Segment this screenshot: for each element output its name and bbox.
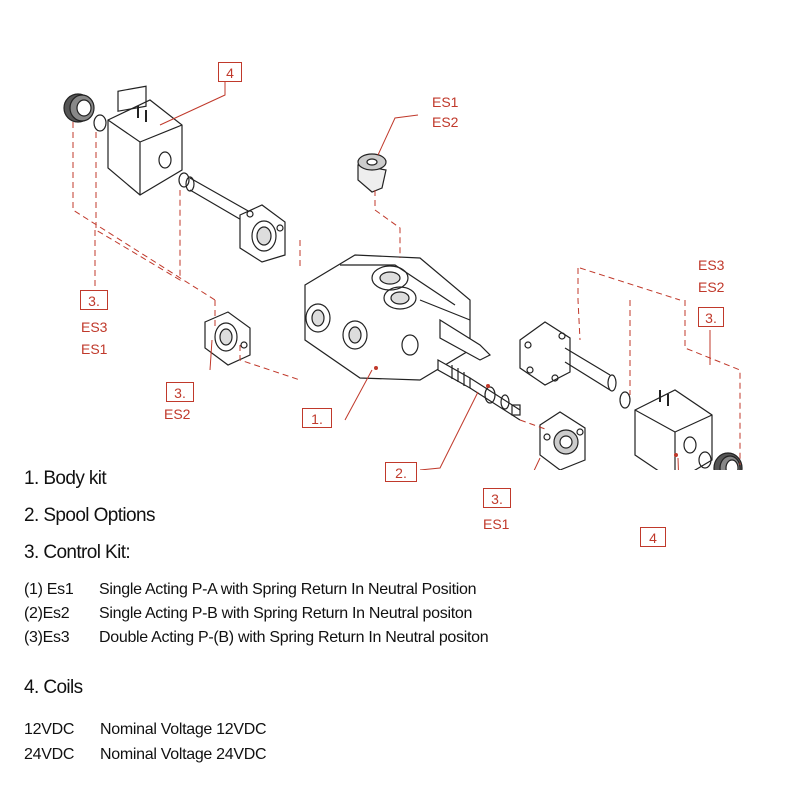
callout-4-right-coil: 4 (640, 527, 666, 547)
control-option-code: (3)Es3 (24, 629, 70, 646)
label-es2-top: ES2 (432, 114, 459, 130)
control-option-code: (1) Es1 (24, 581, 74, 598)
plug (357, 153, 387, 193)
right-flange (519, 321, 571, 386)
label-es2-right: ES2 (698, 279, 725, 295)
control-option-desc: Single Acting P-A with Spring Return In … (99, 581, 477, 598)
coil-code: 24VDC (24, 746, 75, 763)
valve-body (304, 254, 492, 381)
control-option-desc: Double Acting P-(B) with Spring Return I… (99, 629, 489, 646)
callout-2-spool: 2. (385, 462, 417, 482)
coil-24vdc: 24VDC Nominal Voltage 24VDC (24, 746, 267, 764)
left-oring-1 (93, 114, 107, 132)
control-option-code: (2)Es2 (24, 605, 70, 622)
control-option-es2: (2)Es2 Single Acting P-B with Spring Retu… (24, 605, 472, 623)
callout-3-mid-control-kit: 3. (166, 382, 194, 402)
coil-code: 12VDC (24, 721, 75, 738)
right-oring-1 (619, 391, 631, 409)
spool (437, 358, 521, 421)
left-coil (107, 85, 183, 196)
right-end-cap (713, 452, 743, 470)
coil-desc: Nominal Voltage 24VDC (100, 746, 267, 763)
label-es1-top: ES1 (432, 94, 459, 110)
legend-body-kit: 1. Body kit (24, 468, 107, 489)
callout-3-bottom-control-kit: 3. (483, 488, 511, 508)
left-oring-2 (178, 172, 190, 188)
control-option-es1: (1) Es1 Single Acting P-A with Spring Ret… (24, 581, 476, 599)
control-option-desc: Single Acting P-B with Spring Return In … (99, 605, 473, 622)
label-es3-right: ES3 (698, 257, 725, 273)
callout-1-body-kit: 1. (302, 408, 332, 428)
coil-12vdc: 12VDC Nominal Voltage 12VDC (24, 721, 267, 739)
label-es2-mid: ES2 (164, 406, 191, 422)
right-coil (634, 389, 713, 470)
right-oring-2 (698, 451, 712, 469)
left-flange (239, 204, 286, 263)
right-cap (539, 411, 586, 470)
mid-left-flange (204, 311, 251, 366)
label-es1-left: ES1 (81, 341, 108, 357)
right-tube (564, 347, 617, 392)
control-option-es3: (3)Es3 Double Acting P-(B) with Spring Re… (24, 629, 489, 647)
left-end-cap (63, 93, 95, 123)
callout-4-left-coil: 4 (218, 62, 242, 82)
legend-control-kit: 3. Control Kit: (24, 542, 131, 563)
legend-coils: 4. Coils (24, 677, 83, 698)
legend-spool-options: 2. Spool Options (24, 505, 155, 526)
exploded-valve-diagram (63, 82, 743, 470)
label-es1-bottom: ES1 (483, 516, 510, 532)
callout-3-left-control-kit: 3. (80, 290, 108, 310)
callout-3-right-control-kit: 3. (698, 307, 724, 327)
coil-desc: Nominal Voltage 12VDC (100, 721, 267, 738)
label-es3-left: ES3 (81, 319, 108, 335)
